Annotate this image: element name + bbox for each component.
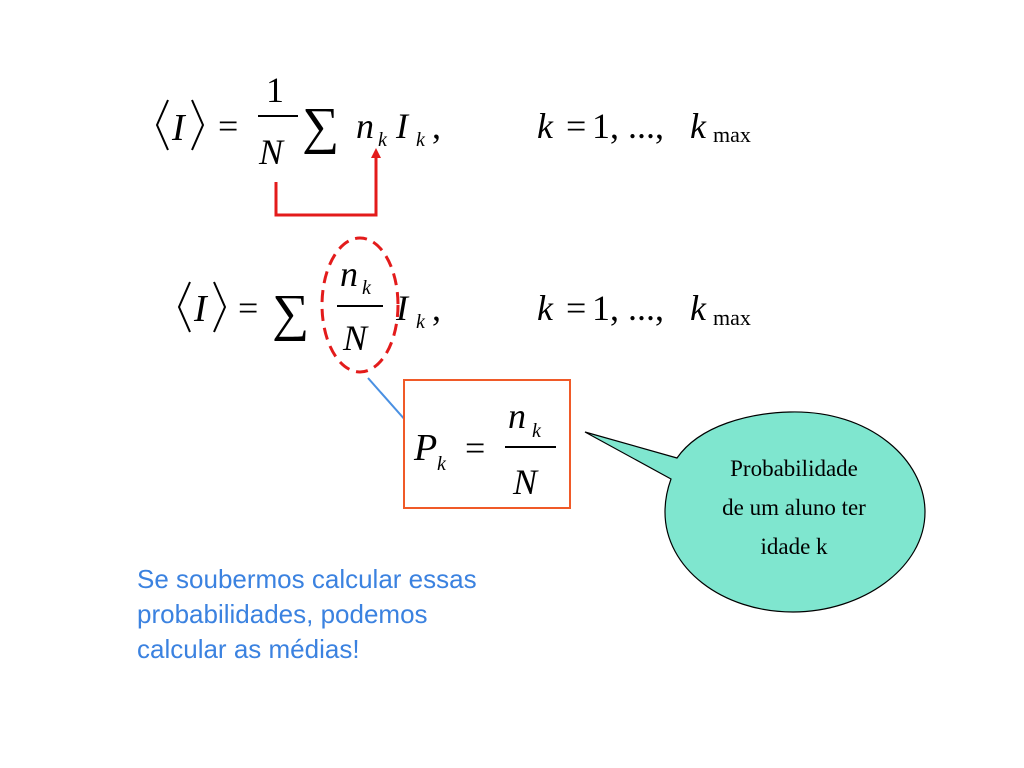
callout-line-3: idade k [760, 534, 828, 559]
eq2-range-eq: = [566, 288, 586, 328]
callout-line-2: de um aluno ter [722, 495, 866, 520]
eq2-numerator: n [340, 254, 358, 294]
eq3-numerator: n [508, 396, 526, 436]
eq1-range-end-sub: max [713, 122, 751, 147]
eq2-range-var: k [537, 288, 554, 328]
pk-box [403, 379, 571, 509]
caption-line-1: Se soubermos calcular essas [137, 564, 477, 594]
eq1-denominator: N [258, 132, 285, 172]
eq2-equals: = [238, 288, 258, 328]
eq2-comma: , [432, 288, 441, 328]
caption-line-3: calcular as médias! [137, 634, 360, 664]
eq1-equals: = [218, 106, 238, 146]
right-angle-bracket-2 [213, 281, 227, 333]
eq2-range-end: k [690, 288, 707, 328]
left-angle-bracket-2 [177, 281, 191, 333]
caption-text: Se soubermos calcular essas probabilidad… [137, 562, 607, 667]
eq3-P: P [413, 427, 437, 469]
eq1-range-values: 1, ..., [592, 106, 664, 146]
eq2-numerator-sub: k [362, 277, 372, 299]
eq1-range-eq: = [566, 106, 586, 146]
eq1-n-sub: k [378, 129, 388, 151]
eq1-numerator: 1 [266, 70, 284, 110]
highlight-ellipse [320, 236, 400, 374]
eq1-n: n [356, 106, 374, 146]
callout-line-1: Probabilidade [730, 456, 858, 481]
eq2-I-sub: k [416, 311, 426, 333]
eq1-range-var: k [537, 106, 554, 146]
eq1-I: I [395, 106, 410, 146]
eq1-I-sub: k [416, 129, 426, 151]
equation-2: I = ∑ n k N I k , k = 1, ..., k max [177, 254, 751, 358]
eq2-denominator: N [342, 318, 369, 358]
equation-3: P k = n k N [413, 396, 556, 502]
red-bracket-arrow [274, 148, 381, 217]
eq3-P-sub: k [437, 453, 447, 475]
eq3-equals: = [465, 428, 485, 468]
eq2-range-end-sub: max [713, 305, 751, 330]
left-angle-bracket [155, 99, 169, 151]
eq2-sum: ∑ [272, 285, 309, 342]
eq2-lhs: I [193, 288, 209, 330]
caption-line-2: probabilidades, podemos [137, 599, 428, 629]
equation-1: I = 1 N ∑ n k I k , k = 1, ..., k max [155, 70, 751, 172]
eq3-numerator-sub: k [532, 420, 542, 442]
eq1-lhs: I [171, 107, 187, 149]
eq2-range-values: 1, ..., [592, 288, 664, 328]
right-angle-bracket [191, 99, 205, 151]
eq3-denominator: N [512, 462, 539, 502]
eq1-sum: ∑ [302, 98, 339, 155]
callout-bubble [584, 411, 926, 613]
eq1-range-end: k [690, 106, 707, 146]
eq1-comma: , [432, 106, 441, 146]
callout-text: Probabilidade de um aluno ter idade k [722, 456, 866, 559]
